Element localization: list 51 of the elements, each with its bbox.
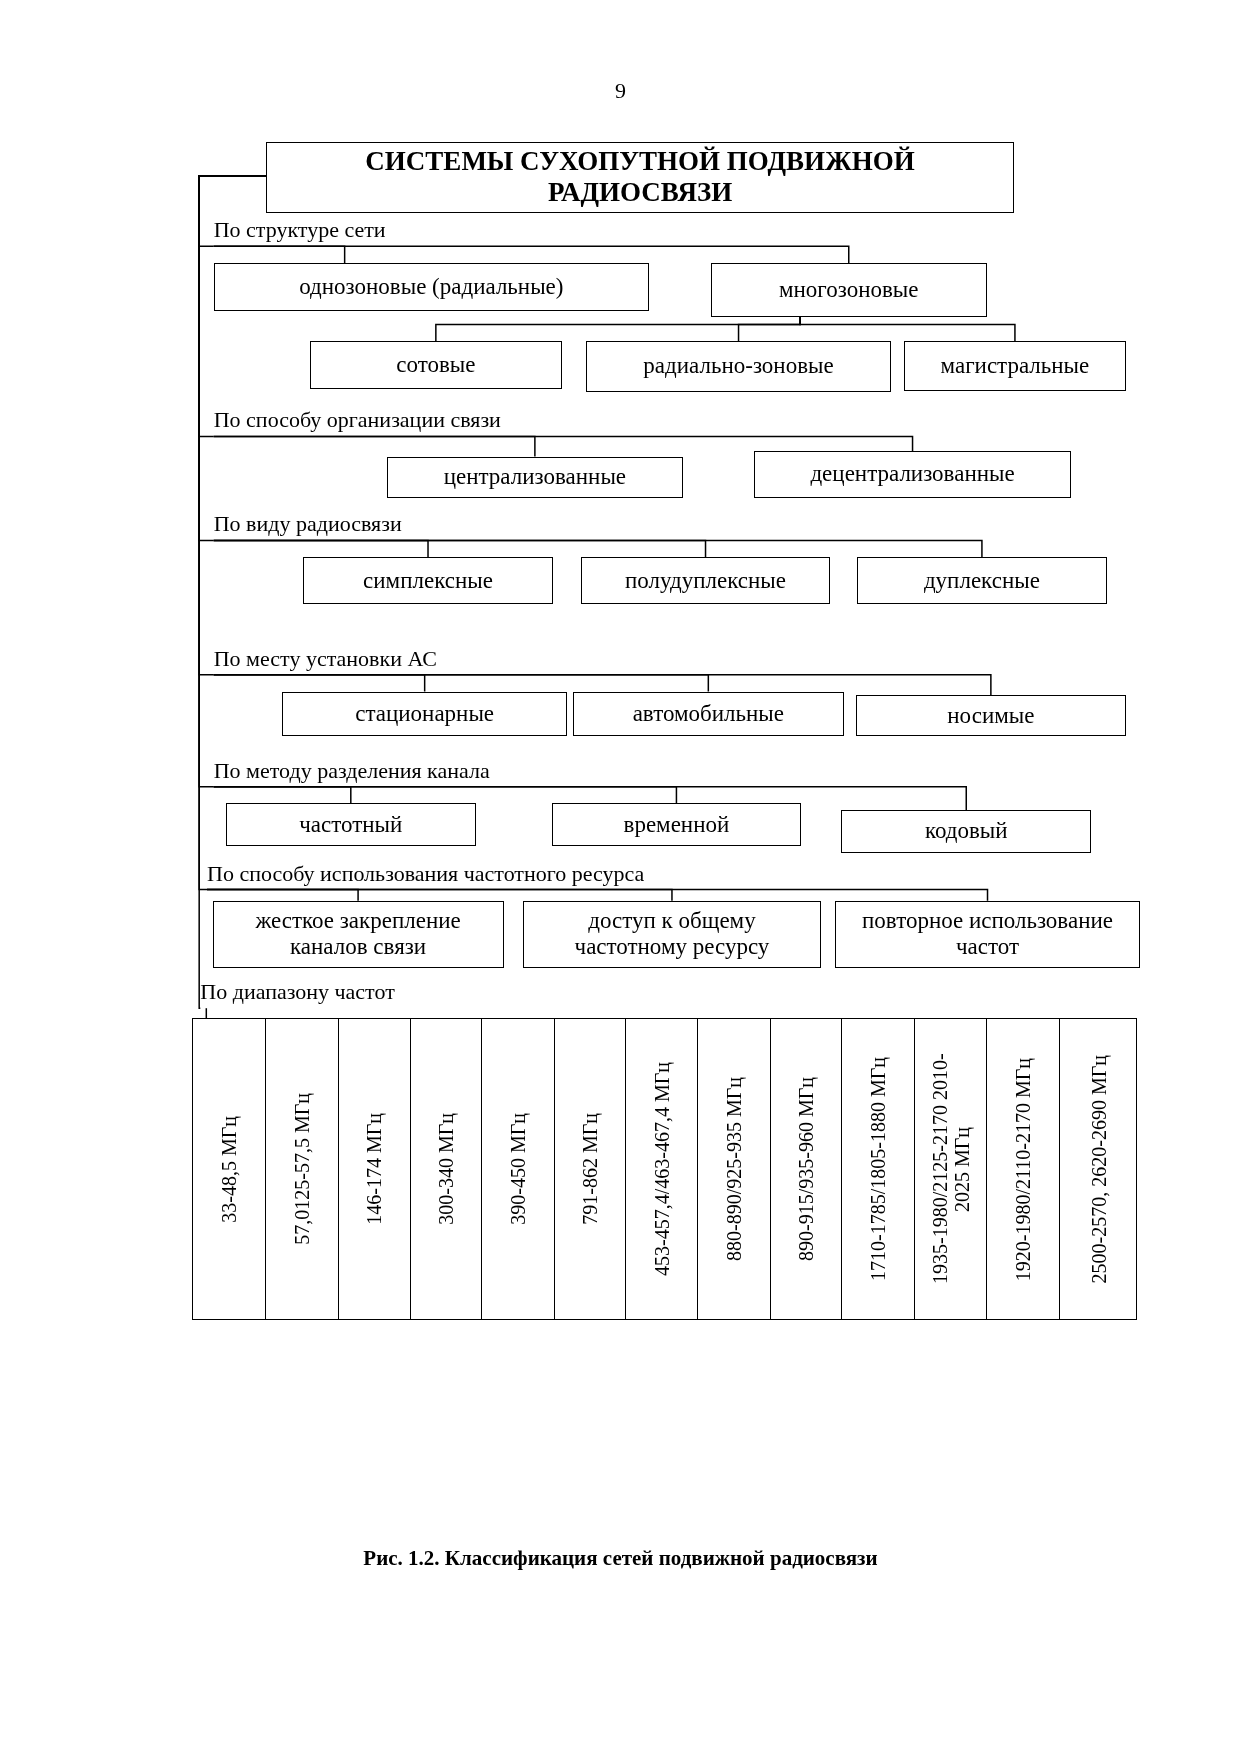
category-heading: По виду радиосвязи (213, 510, 402, 541)
category-box: симплексные (303, 557, 553, 605)
category-box: стационарные (282, 691, 568, 737)
connector-line (213, 245, 850, 264)
category-box: повторное использование частот (834, 900, 1141, 968)
table-frame (192, 1018, 1137, 1321)
frequency-text: 146-174 МГц (363, 1113, 386, 1226)
category-box: централизованные (387, 456, 683, 498)
category-box: полудуплексные (580, 557, 831, 605)
frequency-text: 57,0125-57,5 МГц (291, 1093, 314, 1246)
connector-line (799, 315, 1016, 343)
frequency-text: 300-340 МГц (434, 1113, 457, 1226)
category-heading: По способу организации связи (213, 406, 501, 437)
category-box: доступ к общему частотному ресурсу (522, 900, 822, 968)
frequency-text: 880-890/925-935 МГц (722, 1077, 745, 1262)
category-box: радиально-зоновые (586, 341, 891, 392)
category-box: дуплексные (857, 557, 1107, 605)
figure-caption: Рис. 1.2. Классификация сетей подвижной радиосвязи (362, 1545, 879, 1572)
category-box: децентрализованные (754, 450, 1071, 498)
frequency-text: 1920-1980/2110-2170 МГц (1011, 1057, 1034, 1281)
category-box: однозоновые (радиальные) (213, 262, 649, 312)
category-box: кодовый (841, 810, 1091, 853)
title-box: СИСТЕМЫ СУХОПУТНОЙ ПОДВИЖНОЙ РАДИОСВЯЗИ (266, 142, 1014, 213)
category-box: носимые (856, 694, 1126, 737)
category-heading: По методу разделения канала (213, 756, 490, 787)
frequency-text: 890-915/935-960 МГц (795, 1077, 818, 1262)
connector-line (206, 888, 989, 902)
connector-line (205, 1007, 208, 1020)
category-heading: По структуре сети (213, 216, 386, 247)
category-box: жесткое закрепление каналов связи (212, 900, 504, 968)
category-box: частотный (226, 803, 476, 846)
page-number: 9 (614, 77, 627, 105)
frequency-text: 453-457,4/463-467,4 МГц (650, 1062, 673, 1277)
category-box: магистральные (904, 341, 1126, 391)
category-heading: По месту установки АС (213, 644, 437, 675)
category-box: временной (551, 803, 802, 846)
category-heading: По диапазону частот (200, 978, 395, 1009)
connector-line (213, 785, 967, 811)
connector-line (213, 435, 914, 452)
frequency-text: 1710-1785/1805-1880 МГц (867, 1057, 890, 1282)
connector-line (213, 539, 983, 558)
frequency-text: 2500-2570, 2620-2690 МГц (1087, 1055, 1110, 1284)
category-box: многозоновые (710, 262, 987, 317)
frequency-text: 33-48,5 МГц (218, 1116, 241, 1223)
category-box: автомобильные (572, 691, 844, 737)
connector-line (213, 674, 992, 696)
frequency-text: 1935-1980/2125-2170 2010-2025 МГц (928, 1053, 973, 1287)
frequency-text: 791-862 МГц (579, 1113, 602, 1226)
category-box: сотовые (309, 341, 562, 390)
category-heading: По способу использования частотного ресурса (207, 859, 645, 890)
frequency-text: 390-450 МГц (507, 1113, 529, 1226)
